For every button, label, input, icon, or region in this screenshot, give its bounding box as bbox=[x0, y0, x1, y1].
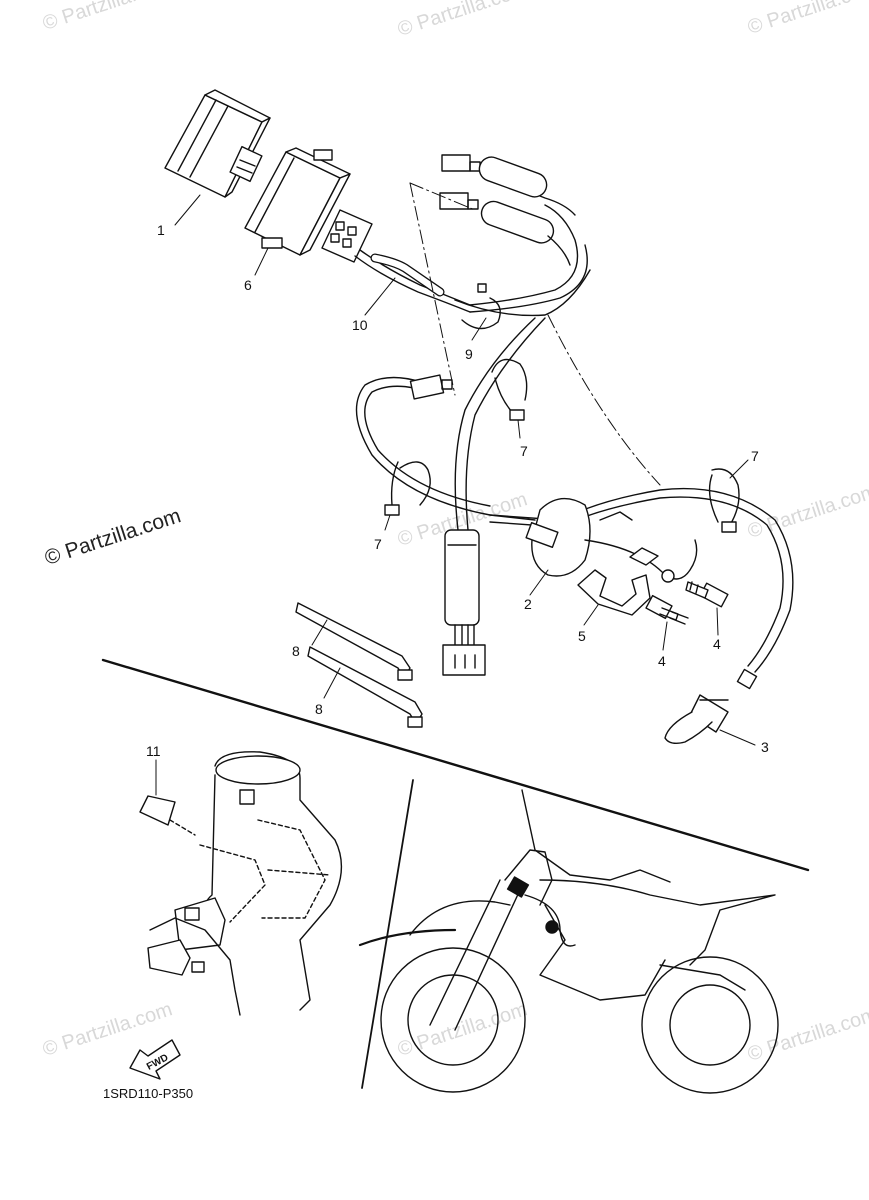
coil-bracket bbox=[577, 569, 651, 616]
cable-tie bbox=[384, 358, 740, 533]
bolt bbox=[645, 581, 729, 625]
callout-1: 1 bbox=[157, 222, 165, 238]
callout-2: 2 bbox=[524, 596, 532, 612]
callout-5: 5 bbox=[578, 628, 586, 644]
callout-7: 7 bbox=[520, 443, 528, 459]
wire-harness bbox=[321, 154, 661, 486]
callout-11: 11 bbox=[146, 743, 161, 759]
spark-plug-cap bbox=[664, 668, 758, 745]
long-cable-tie bbox=[295, 602, 423, 728]
ignition-coil bbox=[525, 497, 698, 583]
callout-4: 4 bbox=[713, 636, 721, 652]
callout-8: 8 bbox=[292, 643, 300, 659]
wire-clamp bbox=[461, 283, 501, 330]
callout-7: 7 bbox=[751, 448, 759, 464]
connector-housing bbox=[244, 147, 351, 256]
cdi-unit bbox=[164, 89, 271, 198]
section-divider bbox=[101, 658, 810, 1089]
lower-wiring bbox=[355, 317, 794, 676]
callout-leaders bbox=[155, 194, 756, 796]
callout-3: 3 bbox=[761, 739, 769, 755]
callout-10: 10 bbox=[352, 317, 368, 333]
callout-9: 9 bbox=[465, 346, 473, 362]
callout-4: 4 bbox=[658, 653, 666, 669]
frame-inset bbox=[129, 751, 343, 1080]
motorcycle-inset bbox=[358, 789, 779, 1094]
callout-7: 7 bbox=[374, 536, 382, 552]
callout-8: 8 bbox=[315, 701, 323, 717]
diagram-code: 1SRD110-P350 bbox=[103, 1086, 194, 1101]
callout-6: 6 bbox=[244, 277, 252, 293]
